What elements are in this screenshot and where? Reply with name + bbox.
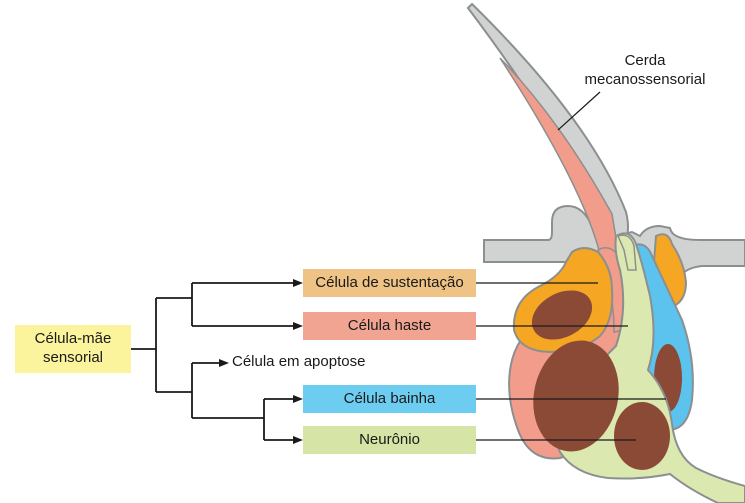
- arrowhead: [219, 359, 229, 367]
- mother-label-line1: Célula-mãe: [35, 330, 112, 349]
- arrowhead: [293, 395, 303, 403]
- neuron-label: Neurônio: [303, 426, 476, 454]
- bristle-label: Cerda mecanossensorial: [575, 52, 715, 90]
- arrowhead: [293, 322, 303, 330]
- arrowhead: [293, 436, 303, 444]
- mother-label-line2: sensorial: [43, 349, 103, 368]
- apoptosis-label: Célula em apoptose: [232, 353, 365, 371]
- mother-cell-label: Célula-mãe sensorial: [15, 325, 131, 373]
- neuron-nucleus: [614, 402, 670, 470]
- bristle-label-line2: mecanossensorial: [575, 71, 715, 90]
- arrowhead: [293, 279, 303, 287]
- shaft-cell-label: Célula haste: [303, 312, 476, 340]
- bristle-label-line1: Cerda: [575, 52, 715, 71]
- sheath-cell-label: Célula bainha: [303, 385, 476, 413]
- support-cell-label: Célula de sustentação: [303, 269, 476, 297]
